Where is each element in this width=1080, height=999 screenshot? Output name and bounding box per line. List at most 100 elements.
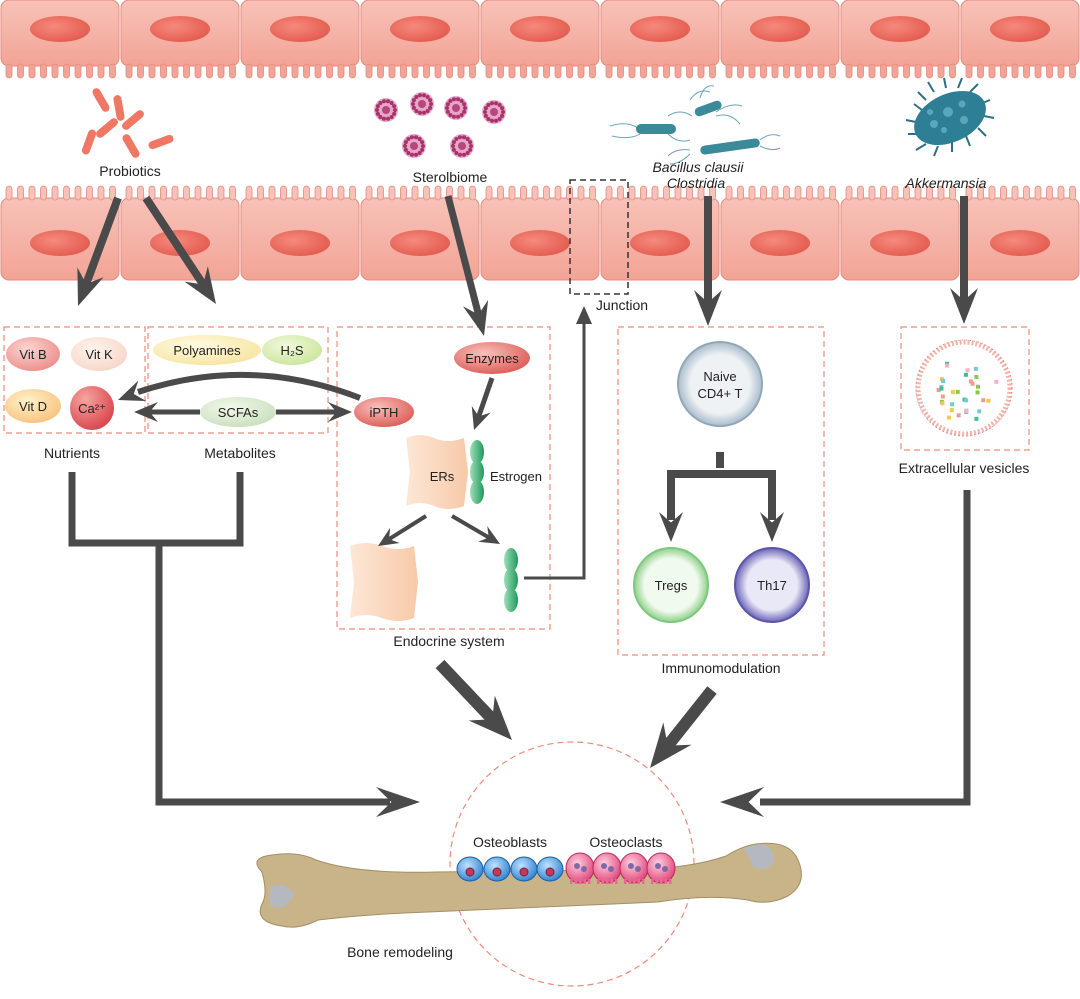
cell-nucleus [270, 16, 330, 42]
estrogen-molecule-free [504, 548, 518, 612]
arrowhead [468, 695, 512, 740]
arrowhead [328, 402, 352, 422]
th17-label: Th17 [757, 578, 787, 593]
vesicle-cargo [963, 372, 968, 377]
osteoblast-cell [456, 856, 484, 882]
vesicle-cargo [956, 413, 961, 418]
middle-epithelium [0, 185, 1080, 281]
enzymes-badge [454, 342, 530, 374]
scfas-badge [200, 397, 276, 427]
arrow-shaft [142, 195, 208, 289]
vesicle-cargo [974, 374, 979, 379]
sterol-particle [410, 92, 434, 116]
vesicle-cargo [964, 409, 969, 414]
osteoblast-cell [536, 856, 564, 882]
vesicle-cargo [955, 389, 960, 394]
osteoblast-cell [483, 856, 511, 882]
osteoclast-cell [646, 852, 676, 884]
cell-nucleus [30, 230, 90, 256]
immunomodulation-label: Immunomodulation [661, 660, 780, 676]
epithelial-cell [240, 185, 360, 281]
nutrients-label: Nutrients [44, 445, 100, 461]
arrow-shaft [475, 377, 495, 419]
arrow-shaft [81, 196, 122, 288]
epithelial-cell [120, 185, 240, 281]
epithelial-cell [600, 185, 720, 281]
top-epithelium [0, 0, 1080, 79]
cell-nucleus [390, 16, 450, 42]
tregs-label: Tregs [655, 578, 688, 593]
cell-nucleus [990, 16, 1050, 42]
cell-nucleus [630, 230, 690, 256]
osteoclasts [565, 852, 676, 884]
estrogen-molecule [470, 440, 484, 504]
arrowhead [650, 722, 692, 768]
vesicle-cargo [950, 402, 955, 407]
naive-label: Naive [703, 369, 736, 384]
cell-nucleus [270, 230, 330, 256]
probiotic-rod [122, 110, 144, 130]
h2s-label: H₂S [280, 343, 303, 358]
vesicle-cargo [994, 379, 999, 384]
calcium-label: Ca²⁺ [78, 401, 106, 416]
epithelial-cell [0, 0, 120, 79]
vesicle-cargo [977, 409, 982, 414]
cd4-t-label: CD4+ T [698, 386, 743, 401]
naive-cd4-t-cell [677, 341, 763, 427]
epithelial-cell [360, 0, 480, 79]
arrowhead [77, 267, 104, 306]
extracellular-vesicles-box [900, 326, 1030, 451]
arrowhead [694, 290, 722, 326]
extracellular-vesicles-label: Extracellular vesicles [899, 460, 1030, 476]
junction-box [569, 179, 629, 295]
epithelial-cell [960, 0, 1080, 79]
arrowhead [950, 288, 978, 324]
epithelial-cell [600, 0, 720, 79]
epithelial-cell [720, 0, 840, 79]
vit-k-label: Vit K [85, 347, 113, 362]
h2s-badge [262, 335, 322, 365]
cell-nucleus [750, 16, 810, 42]
osteoblast-cell [510, 856, 538, 882]
arrowhead [118, 380, 147, 402]
er-receptor-free [350, 543, 418, 621]
epithelial-cell [840, 0, 960, 79]
cell-nucleus [510, 16, 570, 42]
epithelial-cell [840, 185, 960, 281]
bacteria-rod [700, 138, 760, 155]
vesicle-cargo [949, 408, 954, 413]
epithelial-cell [360, 185, 480, 281]
epithelial-cell [0, 185, 120, 281]
probiotics-group: Probiotics [81, 88, 174, 179]
vit-k-badge [71, 337, 127, 371]
epithelial-cell [480, 185, 600, 281]
vesicle-cargo [975, 384, 980, 389]
er-receptor [406, 435, 468, 509]
sterolbiome-group: Sterolbiome [374, 92, 506, 185]
akkermansia-body [914, 90, 986, 146]
ers-label: ERs [430, 469, 455, 484]
arrow-shaft [444, 195, 483, 318]
endocrine-system-label: Endocrine system [393, 633, 504, 649]
enzymes-label: Enzymes [465, 351, 519, 366]
estrogen-label: Estrogen [490, 469, 542, 484]
vesicle-cargo [945, 363, 950, 368]
akkermansia-group: Akkermansia [905, 77, 995, 191]
vesicle-cargo [986, 398, 991, 403]
arrowhead [134, 402, 158, 422]
bacteria-rod [694, 100, 722, 117]
arrowhead [478, 526, 500, 544]
arrowhead [659, 512, 683, 542]
probiotic-rod [96, 118, 118, 138]
sterol-particle [482, 100, 506, 124]
vesicle-cargo [964, 398, 969, 403]
vesicle-cargo [973, 366, 978, 371]
arrow-shaft [435, 659, 499, 725]
epithelial-cell [960, 185, 1080, 281]
probiotic-rod [81, 129, 97, 155]
cell-nucleus [30, 16, 90, 42]
arrow-shaft [387, 514, 428, 542]
vit-d-label: Vit D [19, 399, 47, 414]
probiotics-label: Probiotics [99, 163, 160, 179]
arrow-shaft [661, 686, 717, 752]
